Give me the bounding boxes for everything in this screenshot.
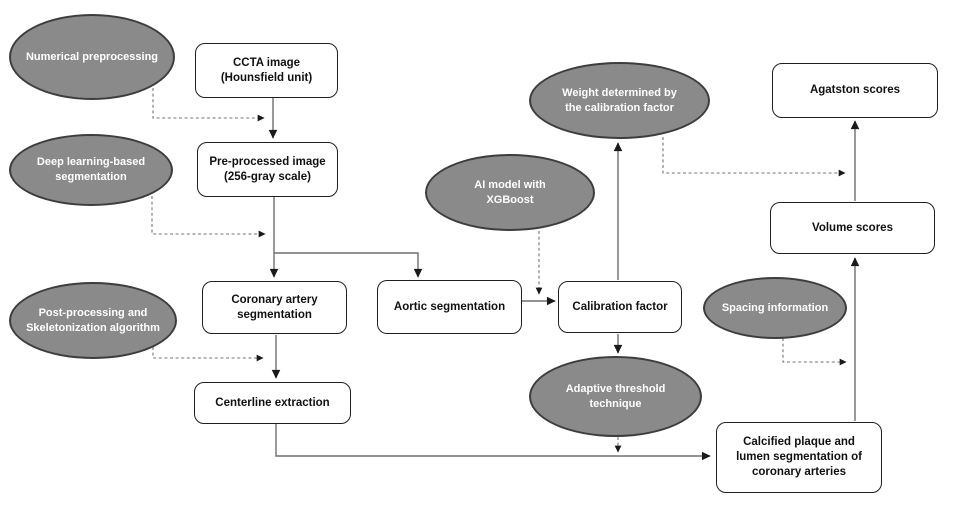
node-centerline-extraction-label: Centerline extraction: [215, 396, 330, 409]
node-preprocessed-image: Pre-processed image (256-gray scale): [197, 142, 338, 197]
node-coronary-artery-segmentation-label: Coronary artery segmentation: [231, 293, 318, 321]
node-ccta-image: CCTA image (Hounsfield unit): [195, 43, 338, 98]
edge-preprocessed-to-aortic: [274, 252, 423, 278]
node-spacing-information: Spacing information: [703, 277, 847, 339]
node-post-processing-label: Post-processing and Skeletonization algo…: [26, 306, 160, 334]
node-ai-model-xgboost: AI model with XGBoost: [425, 154, 595, 231]
node-preprocessed-image-label: Pre-processed image (256-gray scale): [209, 155, 326, 183]
node-calibration-factor: Calibration factor: [558, 281, 682, 333]
node-spacing-information-label: Spacing information: [721, 301, 829, 314]
node-ai-model-xgboost-label: AI model with XGBoost: [474, 178, 546, 206]
edge-spacing-to-flow: [782, 338, 847, 366]
node-adaptive-threshold-label: Adaptive threshold technique: [565, 382, 666, 410]
node-deep-learning-segmentation-label: Deep learning-based segmentation: [36, 156, 146, 183]
edge-postprocessing-to-flow: [152, 347, 264, 362]
edge-weight-to-flow: [662, 137, 846, 177]
node-volume-scores-label: Volume scores: [812, 221, 893, 234]
node-coronary-artery-segmentation: Coronary artery segmentation: [202, 281, 347, 334]
node-volume-scores: Volume scores: [770, 202, 935, 254]
edge-deeplearning-to-flow: [151, 196, 266, 238]
node-weight-calibration: Weight determined by the calibration fac…: [529, 62, 710, 139]
node-weight-calibration-label: Weight determined by the calibration fac…: [562, 86, 677, 114]
node-deep-learning-segmentation: Deep learning-based segmentation: [9, 134, 173, 206]
node-adaptive-threshold: Adaptive threshold technique: [529, 356, 702, 437]
node-calibration-factor-label: Calibration factor: [572, 300, 668, 313]
node-centerline-extraction: Centerline extraction: [194, 382, 351, 424]
node-agatston-scores-label: Agatston scores: [809, 84, 901, 97]
node-aortic-segmentation-label: Aortic segmentation: [393, 300, 506, 313]
node-agatston-scores: Agatston scores: [772, 63, 938, 118]
node-calcified-plaque: Calcified plaque and lumen segmentation …: [716, 422, 882, 493]
node-aortic-segmentation: Aortic segmentation: [377, 280, 522, 334]
node-numerical-preprocessing-label: Numerical preprocessing: [25, 50, 159, 63]
node-ccta-image-label: CCTA image (Hounsfield unit): [220, 56, 313, 84]
node-calcified-plaque-label: Calcified plaque and lumen segmentation …: [736, 436, 862, 478]
node-post-processing: Post-processing and Skeletonization algo…: [9, 282, 177, 359]
node-numerical-preprocessing: Numerical preprocessing: [9, 14, 175, 100]
